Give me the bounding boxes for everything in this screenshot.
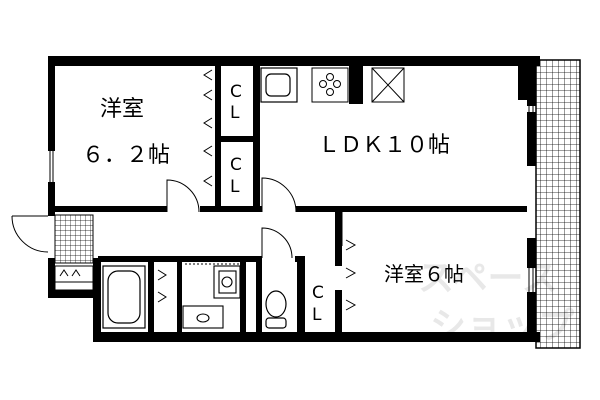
closet-1-l: L [230, 103, 240, 123]
closet-1-c: C [230, 82, 242, 102]
washing-machine [185, 263, 241, 299]
kitchen-stove [311, 67, 349, 103]
bathtub [102, 265, 146, 329]
interior-walls [55, 66, 527, 332]
balcony [535, 59, 581, 349]
western-room-1-size: ６．２帖 [82, 143, 170, 168]
shoe-cabinet [54, 265, 94, 291]
window-left [49, 151, 54, 182]
toilet [265, 290, 287, 329]
entrance-tile [54, 214, 94, 264]
door-swings [11, 177, 343, 259]
closet-3-c: C [312, 283, 324, 303]
ldk-label: ＬＤＫ１０帖 [318, 133, 450, 158]
closet-3-l: L [312, 305, 322, 325]
western-room-1-name: 洋室 [100, 97, 144, 122]
closet-door-marks [157, 69, 357, 311]
closet-2-c: C [230, 155, 242, 175]
wash-basin [182, 305, 224, 329]
outer-walls [48, 56, 540, 342]
closet-2-l: L [230, 177, 240, 197]
kitchen-sink [260, 67, 298, 103]
window-right [528, 106, 534, 292]
refrigerator [371, 67, 405, 103]
western-room-2-label: 洋室６帖 [384, 262, 464, 286]
